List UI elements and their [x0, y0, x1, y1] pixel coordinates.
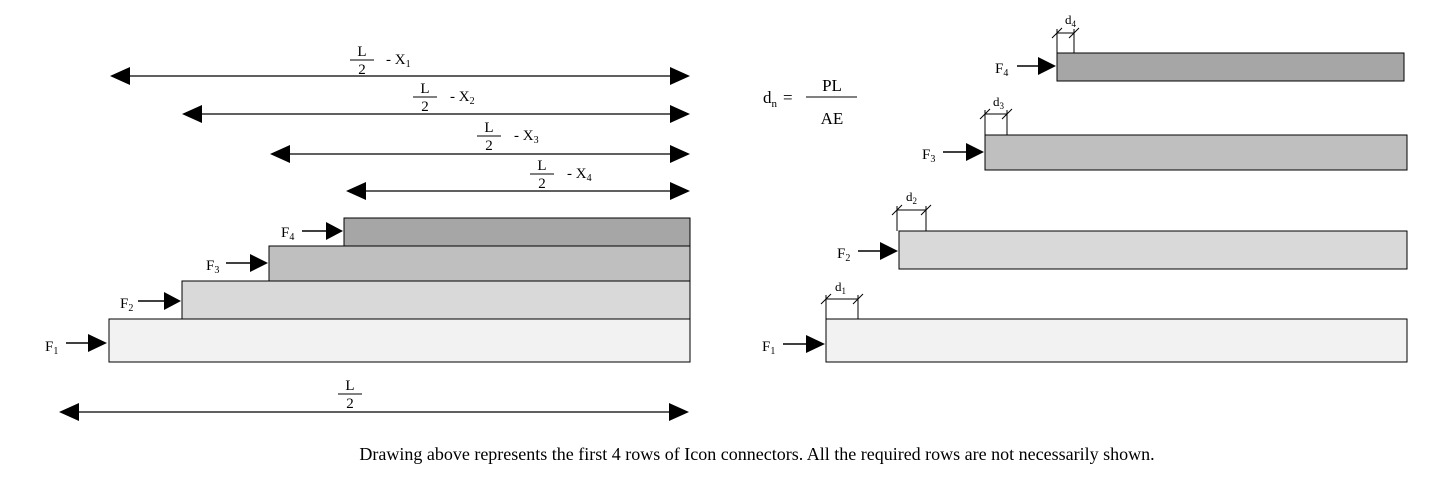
- svg-text:2: 2: [421, 99, 429, 115]
- left-force-arrow-4: [302, 222, 343, 240]
- dimension-line-1: [110, 67, 690, 85]
- svg-text:2: 2: [485, 138, 493, 154]
- deflection-marker-3: [979, 108, 1013, 135]
- right-force-arrow-3: [943, 143, 984, 161]
- dimension-label-2: L 2 - X2: [413, 81, 475, 115]
- left-force-arrow-2: [138, 292, 181, 310]
- left-force-arrow-3: [226, 254, 268, 272]
- deflection-formula: dn= PL AE: [763, 76, 857, 128]
- right-force-arrow-2: [858, 242, 898, 260]
- deflection-marker-1: [820, 293, 864, 319]
- svg-text:- X2: - X2: [450, 89, 475, 107]
- left-force-label-3: F3: [206, 258, 219, 276]
- svg-text:- X1: - X1: [386, 52, 411, 70]
- deflection-label-3: d3: [993, 94, 1005, 111]
- left-force-label-1: F1: [45, 339, 58, 357]
- right-bar-1: [825, 318, 1408, 363]
- svg-text:L: L: [484, 120, 493, 136]
- dimension-label-1: L 2 - X1: [350, 44, 411, 78]
- svg-text:L: L: [345, 378, 354, 394]
- right-bar-4: [1056, 52, 1405, 82]
- svg-text:L: L: [537, 158, 546, 174]
- svg-text:2: 2: [346, 396, 354, 412]
- dimension-line-3: [270, 145, 690, 163]
- left-force-arrow-1: [66, 334, 107, 352]
- svg-text:- X3: - X3: [514, 128, 539, 146]
- deflection-label-1: d1: [835, 279, 846, 296]
- total-dimension-label: L 2: [338, 378, 362, 412]
- right-bar-3: [984, 134, 1408, 171]
- left-force-label-4: F4: [281, 225, 294, 243]
- right-force-label-4: F4: [995, 61, 1008, 79]
- svg-text:dn=: dn=: [763, 88, 793, 110]
- left-force-label-2: F2: [120, 296, 133, 314]
- right-force-label-3: F3: [922, 147, 935, 165]
- svg-text:AE: AE: [821, 109, 844, 128]
- total-dimension-line: [59, 403, 689, 421]
- right-panel: F1 d1 F2 d2 F3: [762, 12, 1408, 363]
- svg-text:2: 2: [538, 176, 546, 192]
- deflection-marker-4: [1051, 27, 1080, 53]
- right-force-arrow-1: [783, 335, 825, 353]
- left-bar-1: [108, 318, 691, 363]
- left-panel: F1 F2 F3 F4 L 2 - X1 L 2 - X2: [45, 44, 691, 421]
- left-bar-2: [181, 280, 691, 320]
- dimension-label-3: L 2 - X3: [477, 120, 539, 154]
- deflection-label-2: d2: [906, 189, 917, 206]
- svg-text:L: L: [357, 44, 366, 60]
- deflection-marker-2: [891, 204, 932, 231]
- dimension-label-4: L 2 - X4: [530, 158, 592, 192]
- svg-text:2: 2: [358, 62, 366, 78]
- right-force-arrow-4: [1017, 57, 1056, 75]
- left-bar-3: [268, 245, 691, 282]
- right-bar-2: [898, 230, 1408, 270]
- dimension-line-4: [346, 182, 690, 200]
- svg-text:L: L: [420, 81, 429, 97]
- svg-text:PL: PL: [822, 76, 842, 95]
- right-force-label-1: F1: [762, 339, 775, 357]
- deflection-label-4: d4: [1065, 12, 1077, 29]
- left-bar-4: [343, 217, 691, 247]
- right-force-label-2: F2: [837, 246, 850, 264]
- svg-text:- X4: - X4: [567, 166, 592, 184]
- dimension-line-2: [182, 105, 690, 123]
- diagram-caption: Drawing above represents the first 4 row…: [359, 444, 1155, 464]
